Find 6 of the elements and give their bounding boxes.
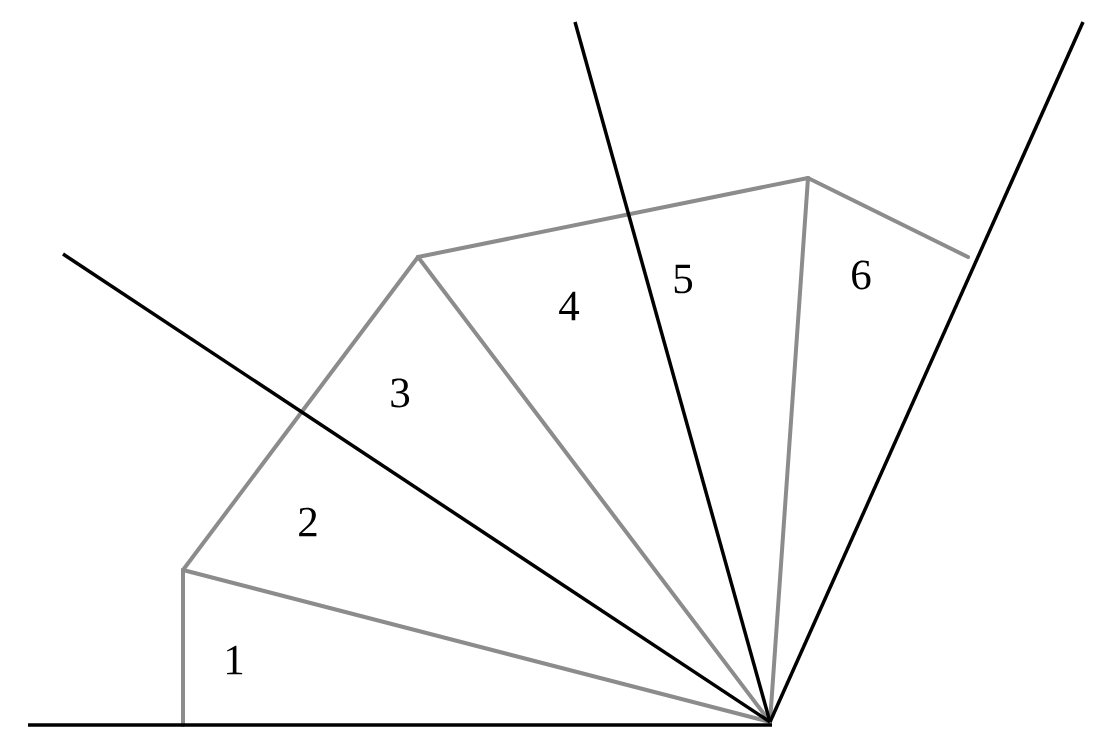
region-number: 6: [852, 260, 871, 290]
region-number: 4: [559, 291, 580, 321]
region-number: 5: [674, 264, 693, 294]
region-number: 1: [227, 645, 243, 675]
region-number: 3: [391, 378, 410, 408]
region-number: 2: [299, 507, 317, 537]
